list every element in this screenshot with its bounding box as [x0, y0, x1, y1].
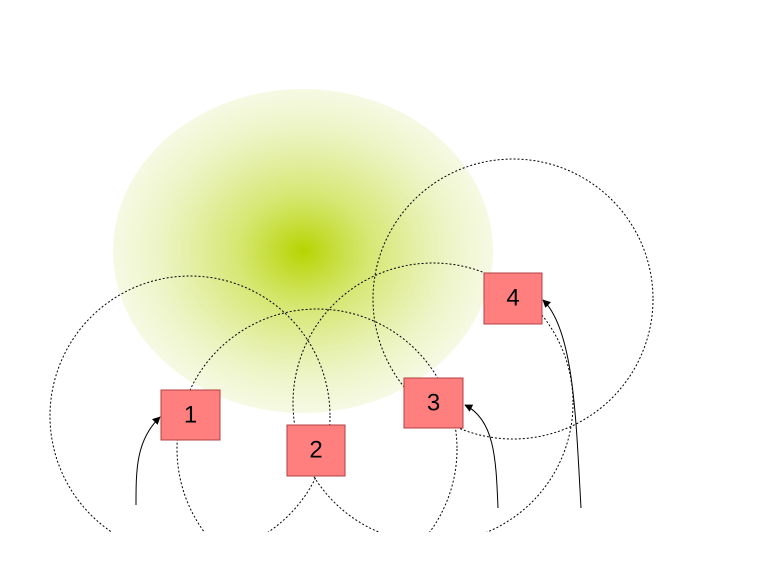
- range-circle-3: [292, 262, 574, 532]
- green-blob: [113, 89, 493, 413]
- range-circle-2: [176, 308, 458, 532]
- node-2-label: 2: [309, 436, 322, 463]
- node-3-box: 3: [403, 377, 464, 429]
- range-circle-4: [372, 158, 654, 440]
- node-1-box: 1: [160, 389, 221, 441]
- node-1-label: 1: [184, 401, 197, 428]
- node-2-box: 2: [286, 424, 346, 477]
- range-circle-1: [49, 275, 331, 532]
- trajectory-arrow-4: [542, 299, 582, 509]
- trajectory-arrow-1: [135, 416, 161, 506]
- trajectory-arrow-3: [464, 404, 499, 509]
- node-3-label: 3: [427, 389, 440, 416]
- node-4-label: 4: [506, 284, 519, 311]
- node-4-box: 4: [483, 272, 543, 325]
